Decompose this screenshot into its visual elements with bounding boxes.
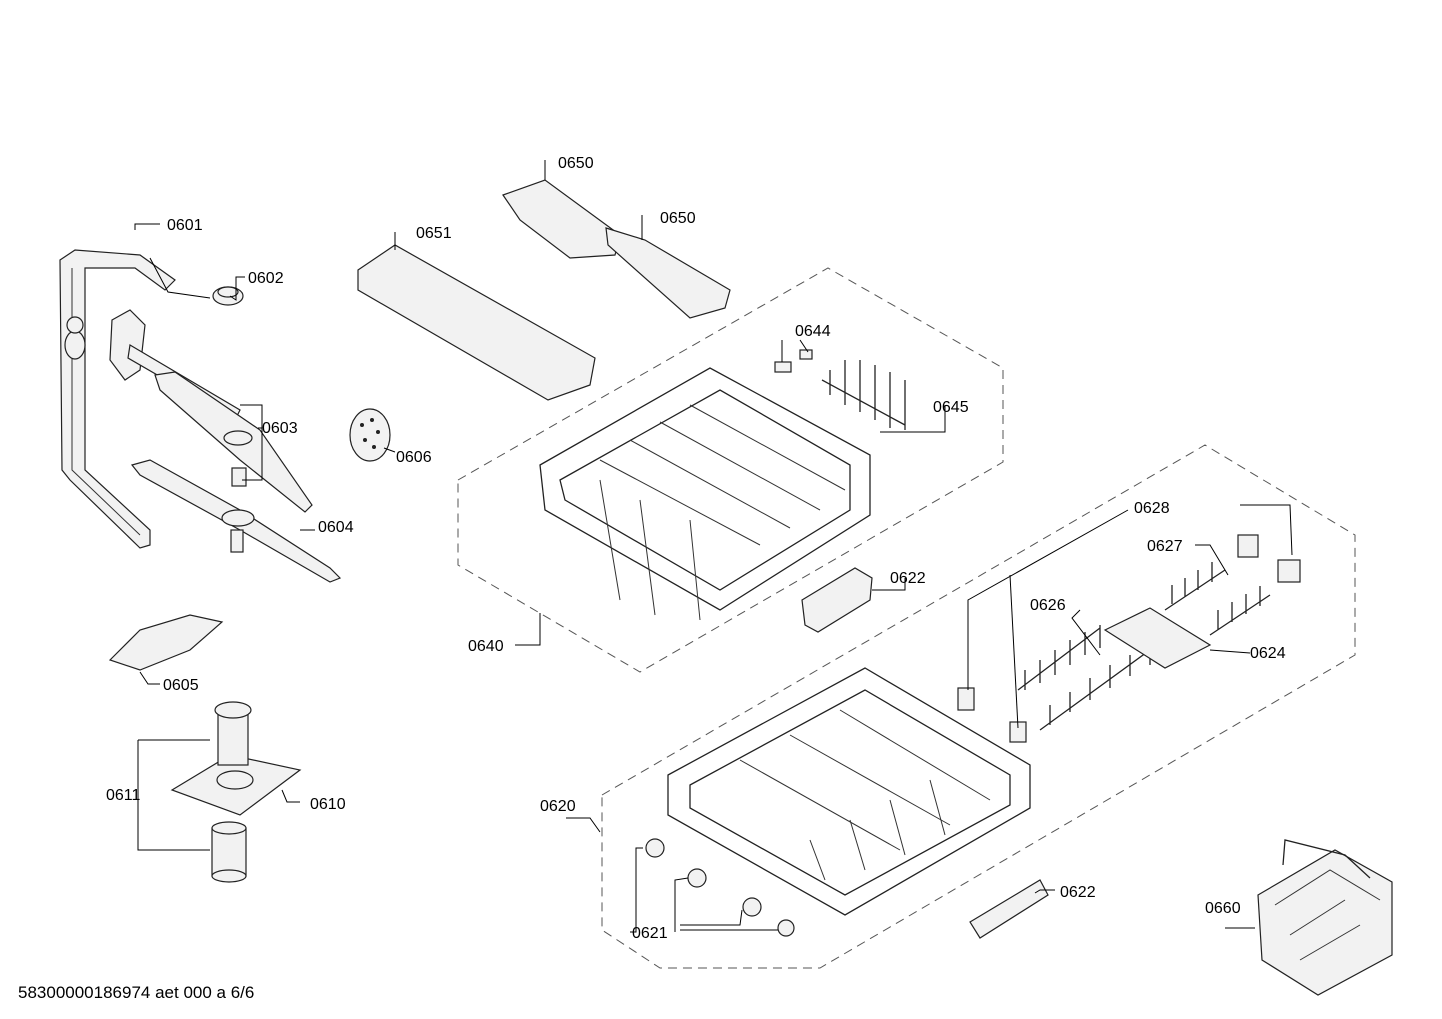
main-filter-assembly — [170, 701, 302, 883]
upper-basket-group-outline — [457, 267, 1004, 673]
label-0650-bottom: 0650 — [660, 210, 696, 227]
label-0611: 0611 — [106, 787, 141, 804]
spray-supply-pipe — [59, 249, 176, 549]
label-0601: 0601 — [167, 217, 203, 234]
upper-rack-tines — [774, 349, 906, 430]
label-0640: 0640 — [468, 638, 504, 655]
micro-filter-plate — [108, 614, 224, 671]
label-0602: 0602 — [248, 270, 284, 287]
label-0603: 0603 — [262, 420, 298, 437]
label-0621: 0621 — [632, 925, 668, 942]
label-0622-lower: 0622 — [1060, 884, 1096, 901]
lower-basket-group-outline — [601, 444, 1356, 969]
document-id-footer: 58300000186974 aet 000 a 6/6 — [18, 983, 254, 1002]
label-0605: 0605 — [163, 677, 199, 694]
label-0626: 0626 — [1030, 597, 1066, 614]
label-0622-upper: 0622 — [890, 570, 926, 587]
label-0660: 0660 — [1205, 900, 1241, 917]
cutlery-holder-upper — [801, 567, 873, 633]
label-0628: 0628 — [1134, 500, 1170, 517]
label-0651: 0651 — [416, 225, 452, 242]
cup-shelf-bottom — [605, 227, 731, 319]
connector-nut — [212, 286, 244, 306]
lower-spray-arm — [130, 459, 342, 583]
upper-basket — [539, 367, 871, 621]
label-0620: 0620 — [540, 798, 576, 815]
cutlery-basket — [1257, 839, 1393, 996]
upper-spray-arm — [109, 309, 313, 513]
cutlery-drawer — [357, 244, 596, 401]
label-0644: 0644 — [795, 323, 831, 340]
cutlery-holder-lower — [969, 879, 1049, 939]
label-0645: 0645 — [933, 399, 969, 416]
cup-shelf-top — [502, 179, 621, 259]
basket-wheels — [645, 838, 795, 937]
lower-basket — [667, 667, 1031, 916]
label-0627: 0627 — [1147, 538, 1183, 555]
label-0624: 0624 — [1250, 645, 1286, 662]
label-0604: 0604 — [318, 519, 354, 536]
label-0606: 0606 — [396, 449, 432, 466]
spray-nozzle-disk — [349, 408, 391, 462]
lower-rack-tines — [957, 534, 1301, 743]
label-0610: 0610 — [310, 796, 346, 813]
part-labels: 0601 0602 0603 0604 0605 0606 0611 0610 … — [106, 155, 1286, 942]
leader-lines — [134, 160, 1293, 933]
label-0650-top: 0650 — [558, 155, 594, 172]
